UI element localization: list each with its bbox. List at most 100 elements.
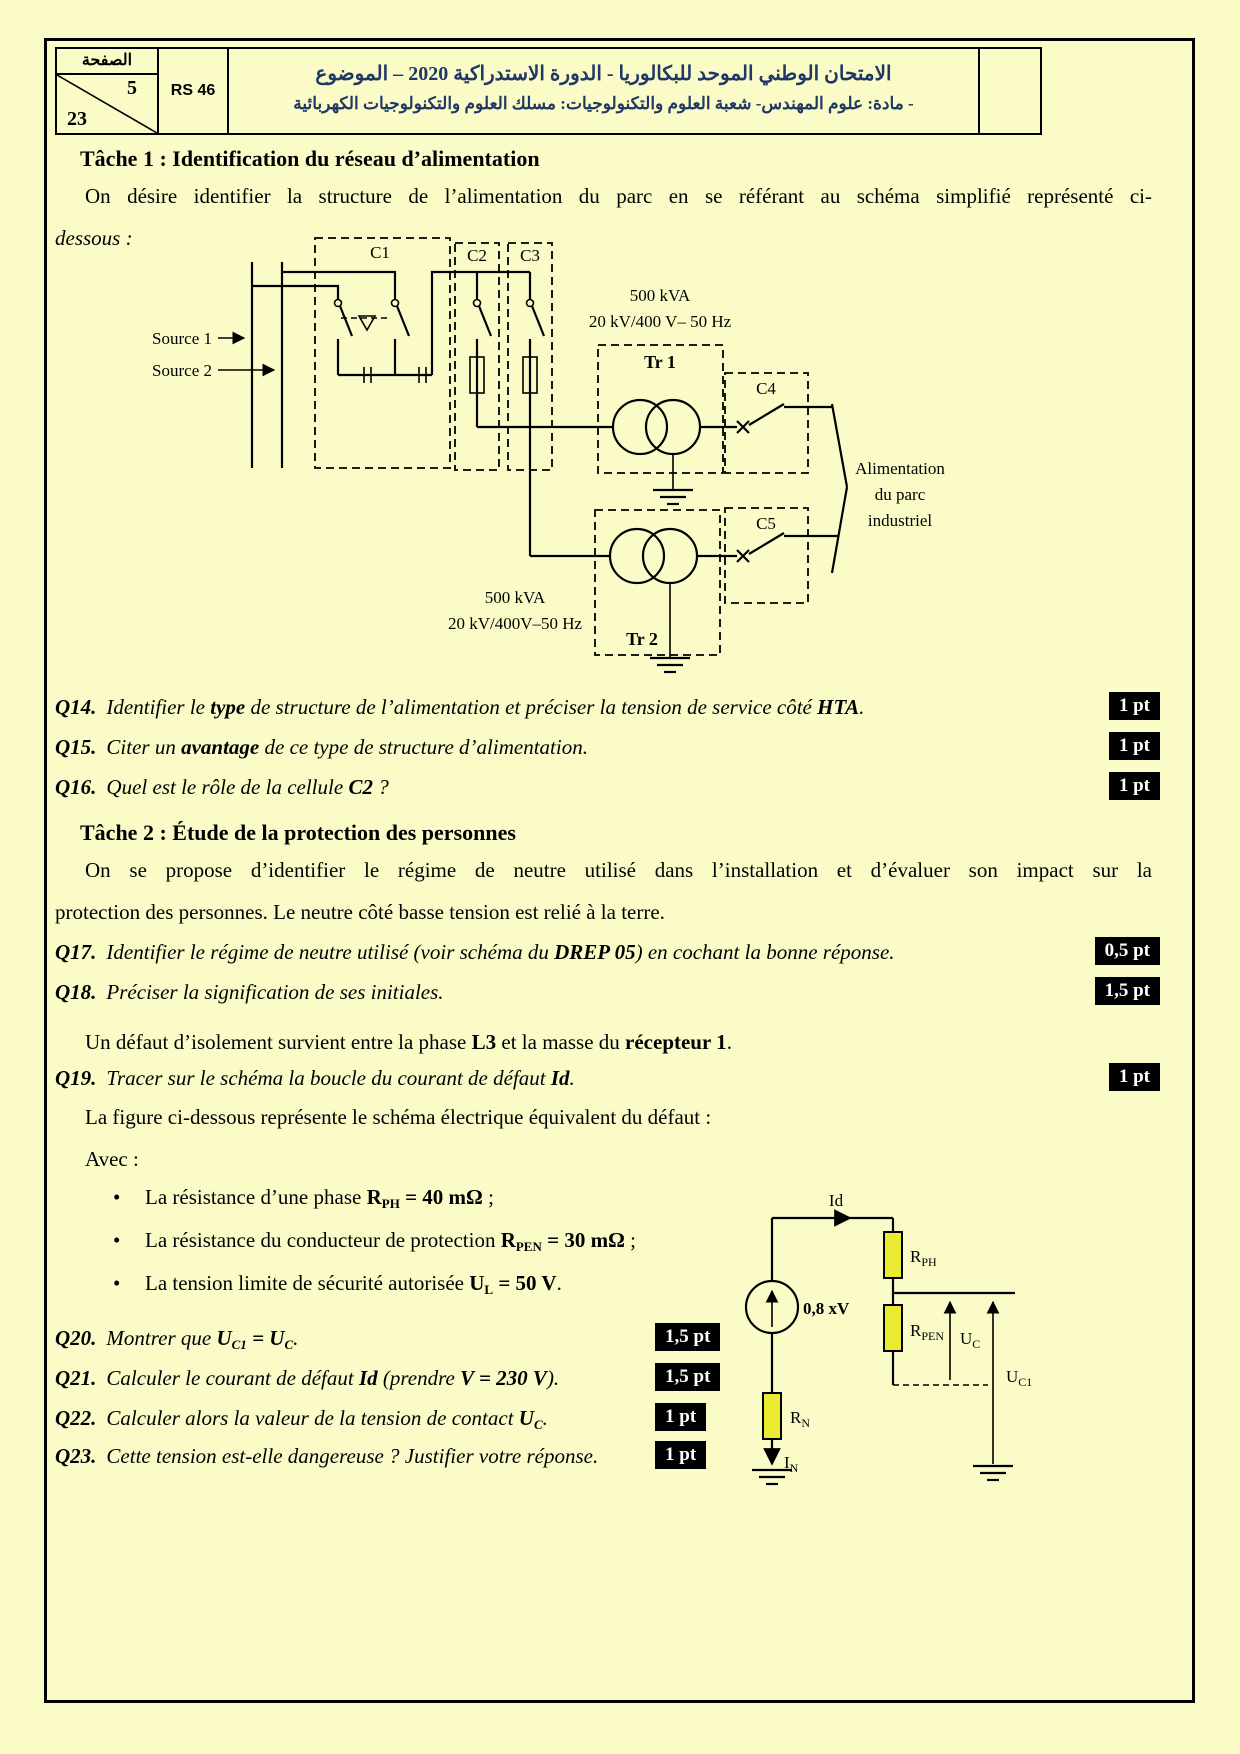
rn-resistor: RN IN: [752, 1392, 810, 1486]
q23-number: Q23.: [55, 1444, 97, 1468]
q18-points-badge: 1,5 pt: [1094, 977, 1160, 1005]
q21-text: Calculer le courant de défaut Id (prendr…: [106, 1366, 560, 1390]
q16-text: Quel est le rôle de la cellule C2 ?: [106, 775, 389, 799]
q20-points-badge: 1,5 pt: [655, 1323, 721, 1351]
bullet-dot: •: [113, 1185, 121, 1209]
cell-c3-label: C3: [520, 246, 540, 265]
q23-text: Cette tension est-elle dangereuse ? Just…: [106, 1444, 599, 1468]
q16-number: Q16.: [55, 775, 97, 799]
cell-c4: C4: [700, 372, 832, 474]
header-table: الصفحة 5 23 RS 46 الامتحان الوطني الموحد…: [55, 47, 1042, 135]
load-label-line3: industriel: [868, 511, 932, 530]
question-q19: Q19. Tracer sur le schéma la boucle du co…: [55, 1066, 575, 1091]
question-q15: Q15. Citer un avantage de ce type de stru…: [55, 735, 588, 760]
question-q14: Q14. Identifier le type de structure de l…: [55, 695, 864, 720]
q20-number: Q20.: [55, 1326, 97, 1350]
page-number-area: 5 23: [57, 75, 157, 133]
tache1-intro-line1: On désire identifier la structure de l’a…: [85, 184, 1152, 208]
doc-code: RS 46: [157, 49, 227, 133]
q21-points-badge: 1,5 pt: [655, 1363, 721, 1391]
industrial-park-bracket: Alimentation du parc industriel: [830, 403, 945, 574]
load-label-line1: Alimentation: [855, 459, 945, 478]
exam-title-block: الامتحان الوطني الموحد للبكالوريا - الدو…: [227, 49, 978, 133]
bullet-dot: •: [113, 1228, 121, 1252]
figure-intro-line: La figure ci-dessous représente le schém…: [85, 1105, 712, 1129]
cell-c1: C1: [252, 237, 530, 469]
source2-label: Source 2: [152, 361, 212, 380]
q14-number: Q14.: [55, 695, 97, 719]
rph-label: RPH: [910, 1247, 937, 1269]
q20-text: Montrer que UC1 = UC.: [106, 1326, 299, 1352]
rn-label: RN: [790, 1408, 810, 1430]
q15-points-badge: 1 pt: [1108, 732, 1160, 760]
bullet-rpen: La résistance du conducteur de protectio…: [145, 1228, 636, 1254]
fault-current-branch: Id: [770, 1191, 895, 1281]
load-label-line2: du parc: [875, 485, 926, 504]
q18-text: Préciser la signification de ses initial…: [106, 980, 444, 1004]
header-empty-cell: [978, 49, 1040, 133]
page-current: 5: [127, 77, 137, 99]
transformer-tr2: Tr 2 500 kVA 20 kV/400V–50 Hz: [448, 509, 721, 674]
tr1-name-label: Tr 1: [644, 352, 676, 372]
page-border: [44, 38, 1195, 1703]
rpen-resistor: RPEN: [883, 1304, 988, 1386]
source-buses: [250, 262, 284, 468]
cell-c5-label: C5: [756, 514, 776, 533]
q23-points-badge: 1 pt: [655, 1441, 707, 1469]
cell-c2: C2: [454, 242, 613, 471]
exam-title-line2: - مادة: علوم المهندس- شعبة العلوم والتكن…: [293, 94, 914, 113]
tr2-name-label: Tr 2: [626, 629, 658, 649]
equivalent-circuit-diagram: Id RPH RPEN UC UC1: [744, 1191, 1032, 1486]
page-number-box: الصفحة 5 23: [57, 49, 157, 133]
rph-resistor: RPH: [883, 1231, 937, 1305]
tache1-intro-line2: dessous :: [55, 226, 133, 250]
q17-number: Q17.: [55, 940, 97, 964]
q14-text: Identifier le type de structure de l’ali…: [106, 695, 865, 719]
q15-text: Citer un avantage de ce type de structur…: [106, 735, 588, 759]
exam-title-line1: الامتحان الوطني الموحد للبكالوريا - الدو…: [315, 63, 892, 85]
cell-c4-label: C4: [756, 379, 776, 398]
question-q18: Q18. Préciser la signification de ses ini…: [55, 980, 444, 1005]
voltage-source: 0,8 xV: [744, 1279, 850, 1393]
uc-label: UC: [960, 1329, 980, 1351]
page-total: 23: [67, 108, 87, 130]
bullet-rph: La résistance d’une phase RPH = 40 mΩ ;: [145, 1185, 494, 1211]
page-word-label: الصفحة: [57, 49, 157, 75]
q22-text: Calculer alors la valeur de la tension d…: [106, 1406, 548, 1432]
tr1-power-label: 500 kVA: [630, 286, 691, 305]
q18-number: Q18.: [55, 980, 97, 1004]
power-network-schematic: Source 1 Source 2 C1: [152, 237, 945, 674]
tache1-title: Tâche 1 : Identification du réseau d’ali…: [80, 146, 540, 171]
rpen-label: RPEN: [910, 1321, 944, 1343]
uc-voltage-arrow: UC: [943, 1300, 980, 1380]
tr1-ratio-label: 20 kV/400 V– 50 Hz: [589, 312, 732, 331]
avec-label: Avec :: [85, 1147, 139, 1171]
q15-number: Q15.: [55, 735, 97, 759]
question-q16: Q16. Quel est le rôle de la cellule C2 ?: [55, 775, 389, 800]
bullet-dot: •: [113, 1271, 121, 1295]
tr2-ratio-label: 20 kV/400V–50 Hz: [448, 614, 583, 633]
q19-text: Tracer sur le schéma la boucle du couran…: [106, 1066, 575, 1090]
cell-c3: C3: [507, 242, 610, 558]
question-q22: Q22. Calculer alors la valeur de la tensi…: [55, 1406, 548, 1433]
tr2-power-label: 500 kVA: [485, 588, 546, 607]
in-current-label: IN: [784, 1453, 799, 1475]
fault-statement: Un défaut d’isolement survient entre la …: [85, 1030, 732, 1054]
q19-number: Q19.: [55, 1066, 97, 1090]
cell-c1-label: C1: [370, 243, 390, 262]
source1-label: Source 1: [152, 329, 212, 348]
source-voltage-label: 0,8 xV: [803, 1299, 850, 1318]
source-labels: Source 1 Source 2: [152, 329, 276, 380]
tache2-para-line1: On se propose d’identifier le régime de …: [85, 858, 1152, 882]
tache2-para-line2: protection des personnes. Le neutre côté…: [55, 900, 665, 924]
transformer-tr1: 500 kVA 20 kV/400 V– 50 Hz Tr 1: [589, 286, 732, 506]
cell-c5: C5: [697, 507, 838, 604]
uc1-label: UC1: [1006, 1367, 1032, 1389]
q16-points-badge: 1 pt: [1108, 772, 1160, 800]
q22-points-badge: 1 pt: [655, 1403, 707, 1431]
tache2-title: Tâche 2 : Étude de la protection des per…: [80, 820, 516, 845]
q22-number: Q22.: [55, 1406, 97, 1430]
question-q20: Q20. Montrer que UC1 = UC.: [55, 1326, 298, 1353]
cell-c2-label: C2: [467, 246, 487, 265]
